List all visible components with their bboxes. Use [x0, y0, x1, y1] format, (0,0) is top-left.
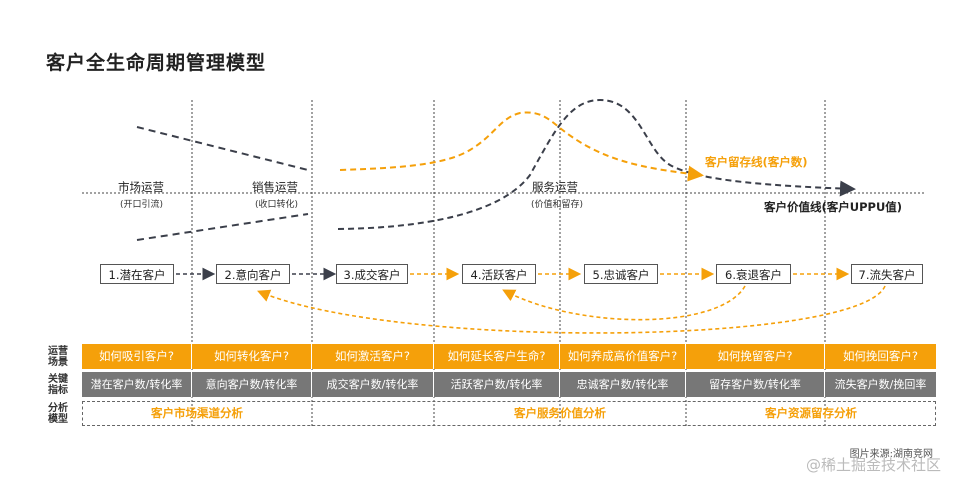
analysis-cell-retention: 客户资源留存分析 [765, 406, 857, 420]
question-cell: 如何延长客户生命? [434, 344, 560, 369]
return-arc-to-active [502, 285, 746, 321]
row-head-metrics: 关键指标 [48, 374, 68, 396]
stage-box-deal: 3.成交客户 [336, 264, 408, 284]
watermark: @稀土掘金技术社区 [805, 456, 941, 474]
question-cell: 如何养成高价值客户? [560, 344, 686, 369]
question-cell: 如何吸引客户? [82, 344, 192, 369]
phase-label-market: 市场运营 [118, 180, 164, 194]
retention-curve-label: 客户留存线(客户数) [705, 155, 808, 169]
stage-box-active: 4.活跃客户 [462, 264, 536, 284]
stage-box-decline: 6.衰退客户 [716, 264, 791, 284]
metric-cell: 活跃客户数/转化率 [434, 372, 560, 397]
stage-box-lost: 7.流失客户 [851, 264, 923, 284]
return-arc-to-intent [257, 285, 886, 334]
retention-curve [339, 111, 704, 182]
phase-label-sales: 销售运营 [252, 180, 298, 194]
phase-label-service: 服务运营 [532, 180, 578, 194]
image-source-caption: 图片来源:湖南竞网 [849, 449, 933, 460]
row-head-analysis: 分析模型 [48, 403, 68, 425]
question-cell: 如何转化客户? [192, 344, 312, 369]
page-title: 客户全生命周期管理模型 [46, 52, 267, 74]
metric-cell: 流失客户数/挽回率 [825, 372, 936, 397]
value-curve [337, 98, 856, 230]
question-cell: 如何挽留客户? [686, 344, 825, 369]
funnel-top-line [136, 126, 309, 171]
row-head-questions: 运营场景 [48, 346, 68, 368]
metric-cell: 意向客户数/转化率 [192, 372, 312, 397]
stage-box-potential: 1.潜在客户 [100, 264, 174, 284]
stage-box-intent: 2.意向客户 [216, 264, 290, 284]
phase-sub-sales: (收口转化) [255, 200, 299, 210]
question-cell: 如何挽回客户? [825, 344, 936, 369]
phase-sub-market: (开口引流) [120, 200, 164, 210]
metric-cell: 潜在客户数/转化率 [82, 372, 192, 397]
funnel-bottom-line [136, 213, 309, 241]
analysis-row-frame [82, 401, 936, 426]
analysis-cell-service: 客户服务价值分析 [514, 406, 606, 420]
value-curve-label: 客户价值线(客户UPPU值) [764, 200, 903, 214]
question-cell: 如何激活客户? [312, 344, 434, 369]
analysis-cell-market: 客户市场渠道分析 [151, 406, 243, 420]
metric-cell: 忠诚客户数/转化率 [560, 372, 686, 397]
phase-sub-service: (价值和留存) [531, 200, 584, 210]
metric-cell: 成交客户数/转化率 [312, 372, 434, 397]
metric-cell: 留存客户数/转化率 [686, 372, 825, 397]
stage-box-loyal: 5.忠诚客户 [584, 264, 658, 284]
